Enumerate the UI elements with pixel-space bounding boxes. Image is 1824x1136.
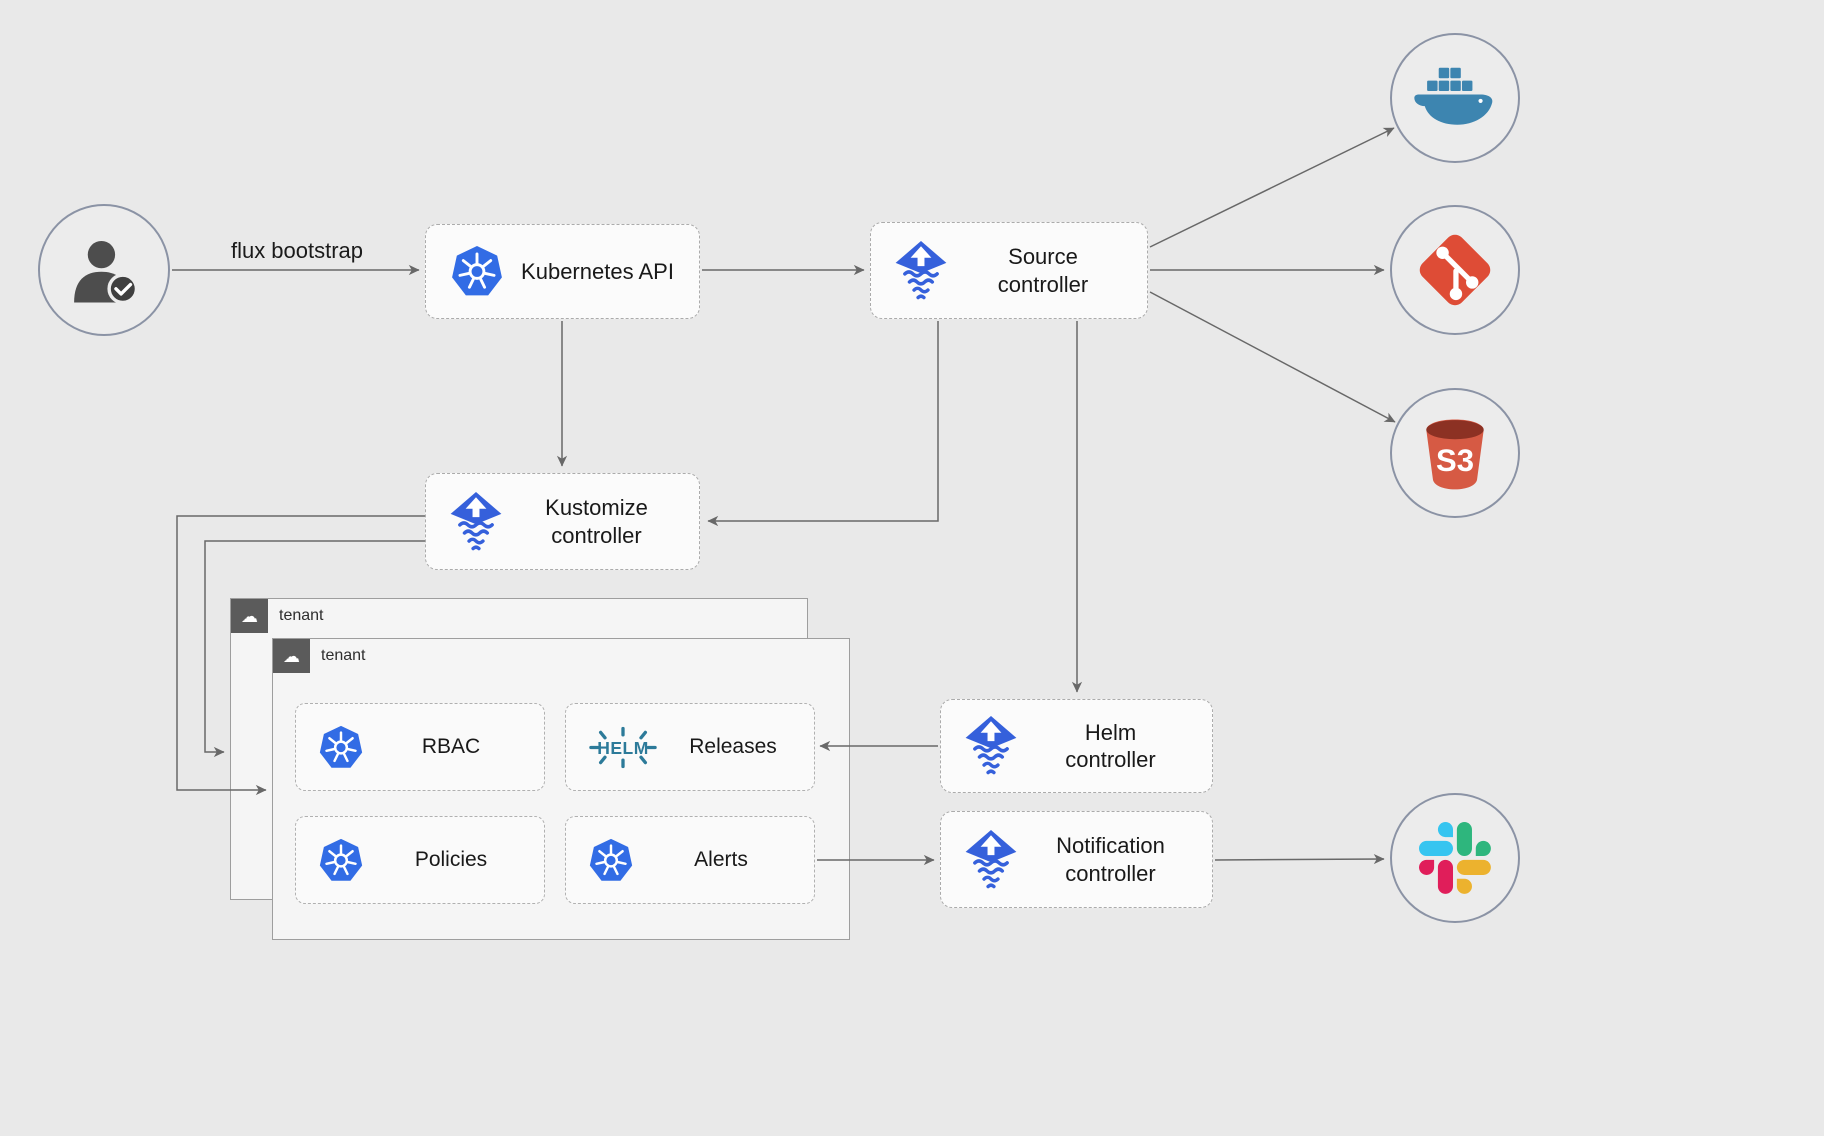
alerts-node: Alerts <box>565 816 815 904</box>
helm-controller-label: Helm controller <box>1065 719 1156 773</box>
alerts-label: Alerts <box>694 847 748 871</box>
s3-bucket-node: S3 <box>1390 388 1520 518</box>
releases-label: Releases <box>689 734 777 758</box>
user-node <box>38 204 170 336</box>
kubernetes-icon <box>318 838 364 883</box>
slack-node <box>1390 793 1520 923</box>
kubernetes-icon <box>588 838 634 883</box>
flux-icon <box>450 491 502 552</box>
policies-node: Policies <box>295 816 545 904</box>
flux-icon <box>965 829 1017 890</box>
source-controller-label: Source controller <box>997 244 1089 297</box>
flux-icon <box>965 716 1017 776</box>
slack-icon <box>1419 822 1491 894</box>
kubernetes-api-label: Kubernetes API <box>521 258 674 284</box>
docker-registry-node <box>1390 33 1520 163</box>
notification-controller-node: Notification controller <box>940 811 1213 908</box>
kubernetes-icon <box>318 725 364 770</box>
git-repository-node <box>1390 205 1520 335</box>
helm-icon: HELM <box>588 726 658 769</box>
policies-label: Policies <box>414 847 488 871</box>
s3-wordmark: S3 <box>1436 443 1474 478</box>
s3-icon: S3 <box>1426 419 1484 490</box>
tenant-front-header: tenant <box>273 639 849 673</box>
rbac-node: RBAC <box>295 703 545 791</box>
releases-node: HELM Releases <box>565 703 815 791</box>
docker-icon <box>1414 67 1493 125</box>
kustomize-controller-node: Kustomize controller <box>425 473 700 570</box>
source-controller-node: Source controller <box>870 222 1148 319</box>
edge-label-flux-bootstrap: flux bootstrap <box>230 238 364 263</box>
kubernetes-icon <box>450 245 504 298</box>
helm-controller-node: Helm controller <box>940 699 1213 793</box>
edge-source-to-docker <box>1149 127 1395 248</box>
rbac-label: RBAC <box>421 734 481 758</box>
git-icon <box>1419 234 1491 306</box>
edge-source-to-s3 <box>1149 291 1396 423</box>
flux-icon <box>895 240 947 301</box>
tenant-back-label: tenant <box>279 607 324 624</box>
helm-wordmark: HELM <box>597 737 649 757</box>
notification-controller-label: Notification controller <box>1056 833 1165 886</box>
tenant-back-header: tenant <box>231 599 807 633</box>
kustomize-controller-label: Kustomize controller <box>545 495 648 548</box>
edge-notification-to-slack <box>1214 853 1385 865</box>
kubernetes-api-node: Kubernetes API <box>425 224 700 319</box>
cloud-icon <box>273 639 310 673</box>
cloud-icon <box>231 599 268 633</box>
edge-source-to-kustomize <box>707 321 939 527</box>
tenant-front-label: tenant <box>321 647 366 664</box>
user-check-icon <box>74 240 139 305</box>
